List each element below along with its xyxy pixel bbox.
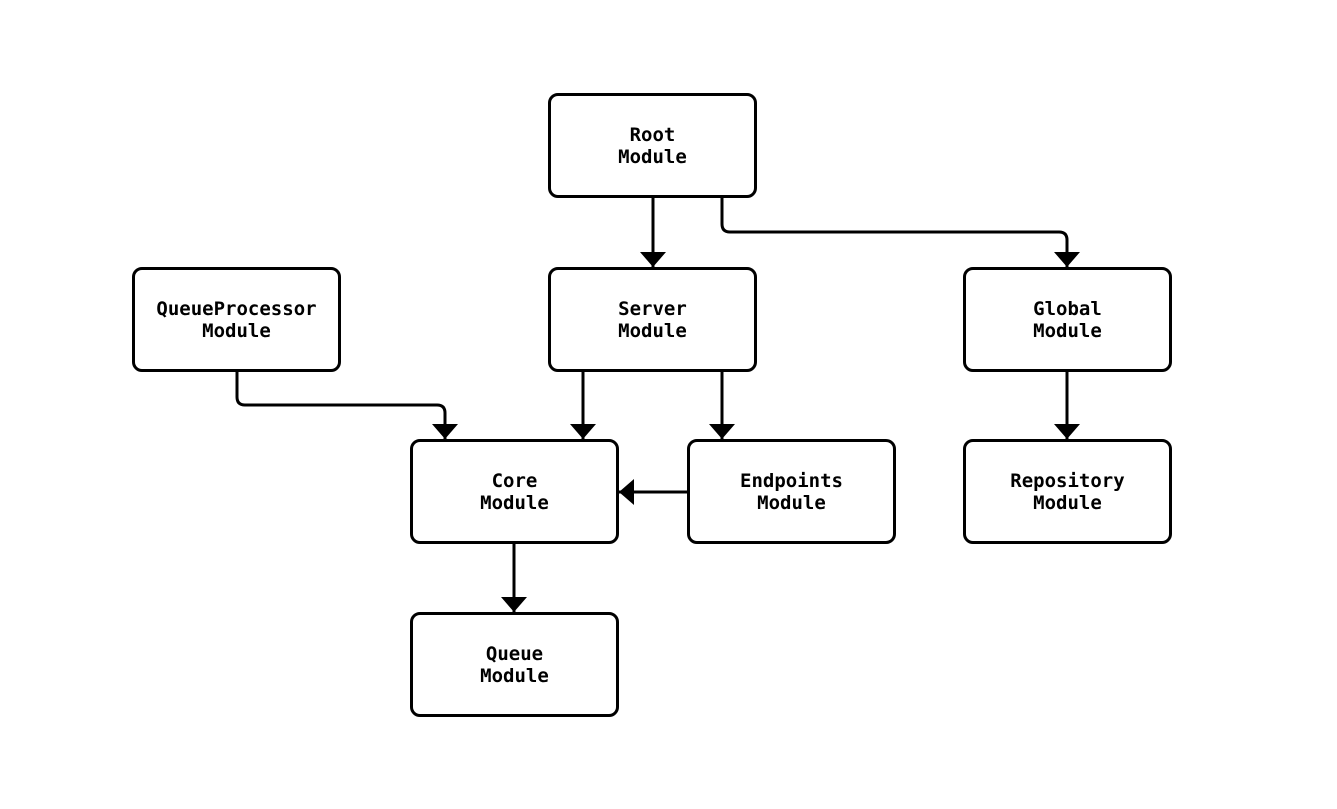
node-core-label-line: Module — [480, 491, 549, 514]
node-repository-label-line: Repository — [1010, 469, 1125, 492]
node-endpoints-label-line: Endpoints — [740, 469, 843, 492]
node-queueprocessor-label-line: QueueProcessor — [156, 297, 317, 320]
node-server-label-line: Server — [618, 297, 687, 320]
node-queue-label-line: Module — [480, 664, 549, 687]
edge-root-to-global — [720, 198, 1080, 267]
node-root-label-line: Root — [629, 123, 676, 146]
node-core-label-line: Core — [491, 469, 538, 492]
node-endpoints-label-line: Module — [757, 491, 826, 514]
node-queue-label-line: Queue — [485, 642, 544, 665]
node-global-label-line: Global — [1033, 297, 1102, 320]
node-queueprocessor-label-line: Module — [202, 319, 271, 342]
node-server-label-line: Module — [618, 319, 687, 342]
edge-queueprocessor-to-core — [235, 372, 458, 439]
node-repository-label-line: Module — [1033, 491, 1102, 514]
node-global-label-line: Module — [1033, 319, 1102, 342]
node-root-label-line: Module — [618, 145, 687, 168]
